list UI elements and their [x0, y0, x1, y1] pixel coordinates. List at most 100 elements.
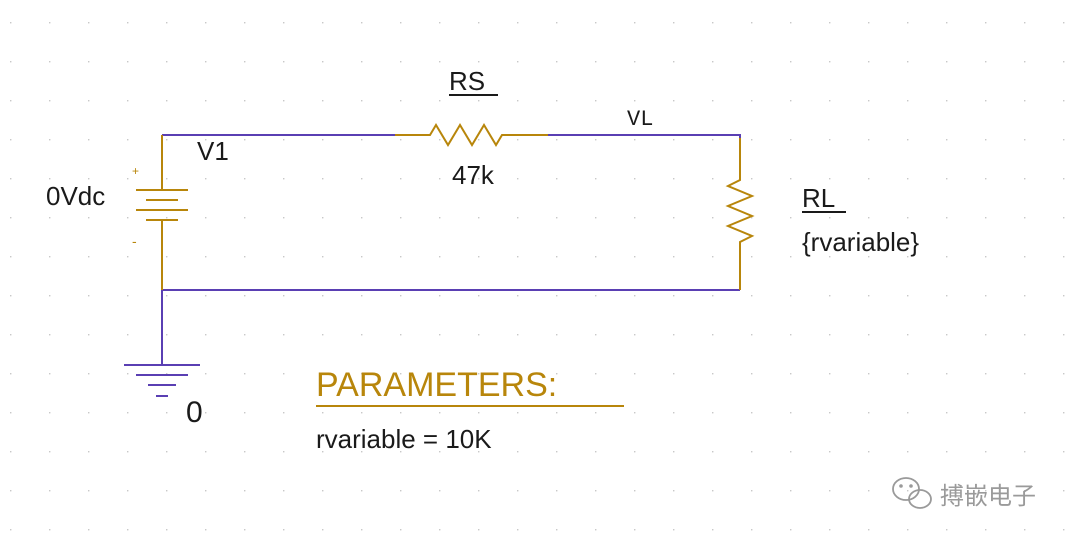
source-name-label[interactable]: V1	[197, 136, 229, 166]
grid-dot	[517, 490, 519, 492]
grid-dot	[907, 412, 909, 414]
grid-dot	[1024, 412, 1026, 414]
grid-dot	[1024, 100, 1026, 102]
grid-dot	[10, 22, 12, 24]
grid-dot	[829, 139, 831, 141]
grid-dot	[361, 451, 363, 453]
grid-dot	[634, 178, 636, 180]
grid-dot	[205, 100, 207, 102]
resistor-rs[interactable]	[395, 123, 548, 147]
grid-dot	[205, 256, 207, 258]
grid-dot	[907, 490, 909, 492]
grid-dot	[166, 217, 168, 219]
grid-dot	[322, 256, 324, 258]
grid-dot	[907, 451, 909, 453]
grid-dot	[283, 178, 285, 180]
grid-dot	[400, 178, 402, 180]
grid-dot	[985, 178, 987, 180]
grid-dot	[712, 451, 714, 453]
grid-dot	[244, 217, 246, 219]
grid-dot	[400, 490, 402, 492]
grid-dot	[868, 373, 870, 375]
grid-dot	[166, 256, 168, 258]
grid-dot	[439, 139, 441, 141]
grid-dot	[322, 61, 324, 63]
grid-dot	[1063, 490, 1065, 492]
grid-dot	[88, 217, 90, 219]
resistor-rl-value[interactable]: {rvariable}	[802, 227, 919, 257]
grid-dot	[400, 529, 402, 531]
grid-dot	[478, 373, 480, 375]
grid-dot	[127, 217, 129, 219]
resistor-rl-name[interactable]: RL	[802, 183, 835, 213]
grid-dot	[595, 295, 597, 297]
grid-dot	[49, 490, 51, 492]
grid-dot	[1024, 139, 1026, 141]
grid-dot	[1063, 295, 1065, 297]
grid-dot	[790, 490, 792, 492]
grid-dot	[10, 451, 12, 453]
grid-dot	[244, 529, 246, 531]
grid-dot	[712, 22, 714, 24]
grid-dot	[829, 490, 831, 492]
wire-top-right[interactable]	[548, 134, 741, 138]
grid-dot	[907, 139, 909, 141]
resistor-rl[interactable]	[725, 138, 755, 290]
grid-dot	[400, 256, 402, 258]
parameters-block[interactable]: PARAMETERS: rvariable = 10K	[316, 366, 624, 454]
grid-dot	[127, 451, 129, 453]
grid-dot	[712, 256, 714, 258]
grid-dot	[439, 334, 441, 336]
grid-dot	[907, 217, 909, 219]
grid-dot	[10, 100, 12, 102]
resistor-rs-value[interactable]: 47k	[452, 160, 495, 190]
grid-dot	[829, 529, 831, 531]
net-label-vl[interactable]: VL	[627, 107, 653, 132]
grid-dot	[49, 61, 51, 63]
grid-dot	[868, 334, 870, 336]
grid-dot	[634, 412, 636, 414]
grid-dot	[556, 256, 558, 258]
grid-dot	[361, 373, 363, 375]
grid-dot	[49, 412, 51, 414]
grid-dot	[829, 373, 831, 375]
grid-dot	[673, 295, 675, 297]
source-value-label[interactable]: 0Vdc	[46, 181, 105, 211]
grid-dot	[595, 100, 597, 102]
grid-dot	[439, 373, 441, 375]
grid-dot	[673, 412, 675, 414]
grid-dot	[868, 295, 870, 297]
grid-dot	[946, 334, 948, 336]
grid-dot	[1024, 178, 1026, 180]
grid-dot	[751, 139, 753, 141]
grid-dot	[127, 61, 129, 63]
grid-dot	[166, 100, 168, 102]
grid-dot	[205, 295, 207, 297]
grid-dot	[205, 529, 207, 531]
grid-dot	[205, 490, 207, 492]
grid-dot	[439, 412, 441, 414]
grid-dot	[205, 61, 207, 63]
grid-dot	[790, 61, 792, 63]
ground-label[interactable]: 0	[186, 396, 203, 429]
grid-dot	[673, 22, 675, 24]
parameters-assignment[interactable]: rvariable = 10K	[316, 424, 492, 454]
grid-dot	[946, 178, 948, 180]
grid-dot	[712, 139, 714, 141]
grid-dot	[556, 295, 558, 297]
wechat-icon	[892, 477, 932, 509]
grid-dot	[10, 412, 12, 414]
ground-symbol[interactable]	[124, 364, 200, 397]
grid-dot	[88, 451, 90, 453]
grid-dot	[751, 412, 753, 414]
grid-dot	[634, 100, 636, 102]
grid-dot	[751, 217, 753, 219]
grid-dot	[283, 529, 285, 531]
grid-dot	[127, 139, 129, 141]
grid-dot	[127, 529, 129, 531]
resistor-rs-name[interactable]: RS	[449, 66, 485, 96]
grid-dot	[283, 100, 285, 102]
voltage-source-v1[interactable]: + -	[132, 135, 188, 290]
grid-dot	[712, 61, 714, 63]
grid-dot	[556, 412, 558, 414]
